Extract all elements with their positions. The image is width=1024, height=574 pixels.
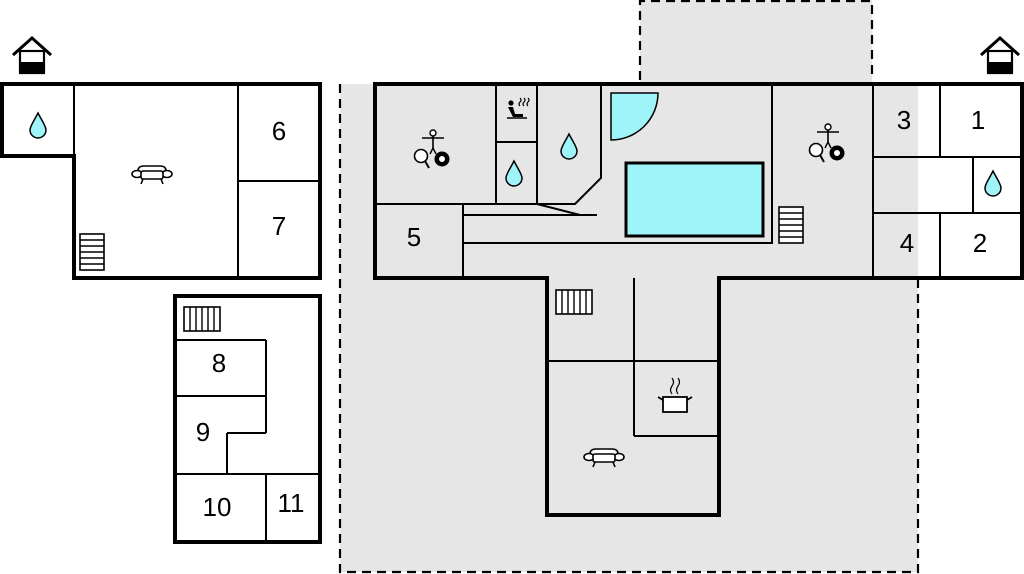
house-entrance-icon — [979, 36, 1021, 75]
room-label-5: 5 — [407, 222, 421, 252]
upper-terrace-boundary — [638, 0, 874, 80]
water-drop-icon — [29, 112, 47, 139]
sauna-icon — [507, 97, 530, 119]
stairs-icon — [555, 289, 593, 315]
door-swing — [610, 92, 659, 141]
room-label-3: 3 — [897, 105, 911, 135]
room-label-10: 10 — [203, 492, 232, 522]
room-label-7: 7 — [272, 211, 286, 241]
swimming-pool — [624, 161, 765, 238]
stairs-icon — [778, 206, 804, 244]
room-label-4: 4 — [900, 228, 914, 258]
room-label-11: 11 — [278, 488, 305, 518]
terrace-boundary — [338, 84, 920, 574]
left-lower-building — [173, 294, 322, 544]
sofa-icon — [131, 165, 173, 185]
upper-terrace-area — [640, 0, 872, 84]
cooking-pot-icon — [657, 377, 693, 413]
stairs-icon — [79, 233, 105, 271]
room-label-9: 9 — [196, 417, 210, 447]
left-upper-building — [0, 82, 322, 280]
main-building — [373, 82, 1024, 517]
room-label-8: 8 — [212, 348, 226, 378]
room-label-1: 1 — [971, 105, 985, 135]
room-label-6: 6 — [272, 116, 286, 146]
house-entrance-icon — [11, 36, 53, 75]
water-drop-icon — [984, 170, 1002, 197]
room-label-2: 2 — [973, 228, 987, 258]
stairs-icon — [183, 306, 221, 332]
